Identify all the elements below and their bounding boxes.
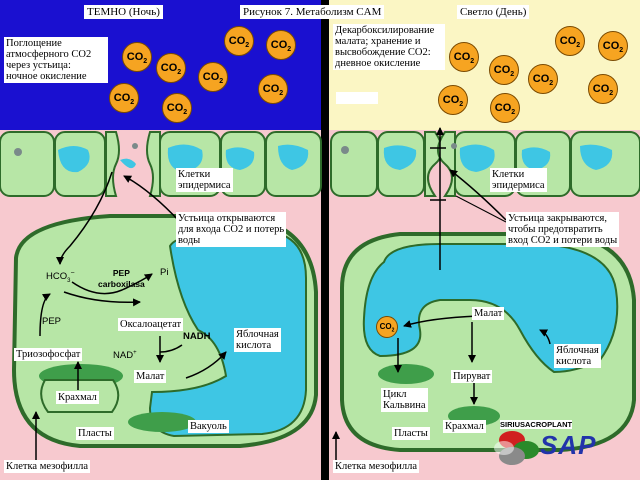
night-plastids-label: Пласты [76, 427, 114, 440]
vacuole-label: Вакуоль [188, 420, 229, 433]
oxaloacetate-label: Оксалоацетат [118, 318, 184, 331]
day-plastid-calvin [378, 364, 434, 384]
blank-label-box [336, 92, 378, 104]
nad-label: NAD+ [113, 350, 137, 362]
co2-molecule: CO2 [588, 74, 618, 104]
night-arrows [32, 171, 227, 470]
day-vacuole-shape [362, 243, 619, 374]
leader-lines [455, 195, 507, 223]
title-dark: ТЕМНО (Ночь) [84, 5, 163, 19]
triose-phosphate-label: Триозофосфат [14, 348, 83, 361]
day-plastids-label: Пласты [392, 427, 430, 440]
co2-molecule: CO2 [224, 26, 254, 56]
night-epidermis-vacuoles [58, 144, 309, 173]
day-malate-label: Малат [472, 307, 505, 320]
co2-molecule: CO2 [156, 53, 186, 83]
co2-molecule: CO2 [198, 62, 228, 92]
day-arrows [332, 127, 551, 470]
night-malate-label: Малат [134, 370, 167, 383]
hco3-label: HCO3− [46, 270, 75, 285]
co2-molecule: CO2 [490, 93, 520, 123]
co2-molecule: CO2 [258, 74, 288, 104]
title-light: Светло (День) [457, 5, 530, 19]
co2-molecule: CO2 [266, 30, 296, 60]
sap-logo-graphic [494, 431, 539, 465]
co2-molecule: CO2 [528, 64, 558, 94]
logo-text-small: SIRIUSACROPLANT [500, 420, 573, 429]
pi-label: Pi [160, 267, 169, 278]
co2-molecule: CO2 [598, 31, 628, 61]
co2-molecule: CO2 [162, 93, 192, 123]
night-plastid-bottom [128, 412, 196, 432]
day-mesophyll-cell [340, 232, 636, 452]
night-starch-label: Крахмал [56, 391, 99, 404]
pyruvate-label: Пируват [451, 370, 493, 383]
night-epidermis [0, 131, 322, 197]
co2-molecule: CO2 [449, 42, 479, 72]
closed-stomata-marks [430, 147, 446, 201]
day-starch-label: Крахмал [443, 420, 486, 433]
night-mesophyll-label: Клетка мезофилла [4, 460, 91, 473]
co2-molecule: CO2 [109, 83, 139, 113]
co2-molecule: CO2 [438, 85, 468, 115]
day-epidermis-vacuoles [383, 144, 613, 172]
pep-label: PEP [42, 316, 62, 327]
co2-molecule: CO2 [555, 26, 585, 56]
co2-molecule-released: CO2 [376, 316, 398, 338]
day-mesophyll-label: Клетка мезофилла [333, 460, 420, 473]
figure-title: Рисунок 7. Метаболизм CAM [240, 5, 385, 19]
co2-molecule: CO2 [489, 55, 519, 85]
nadh-label: NADH [183, 331, 211, 342]
night-mesophyll-cell [11, 214, 318, 448]
co2-molecule: CO2 [122, 42, 152, 72]
logo-text-sap: SAP [540, 430, 597, 460]
panel-divider [321, 0, 329, 480]
